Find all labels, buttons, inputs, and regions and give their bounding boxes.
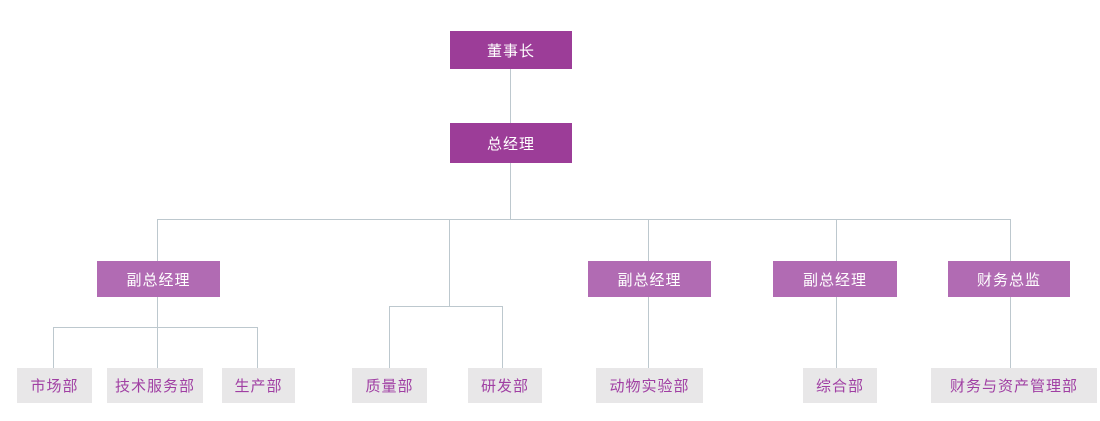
connector-line <box>157 219 1011 220</box>
org-node-tech-service-dept: 技术服务部 <box>107 368 203 403</box>
org-node-production-dept: 生产部 <box>222 368 295 403</box>
org-node-marketing-dept: 市场部 <box>17 368 92 403</box>
connector-line <box>648 297 649 368</box>
org-node-deputy-gm-2: 副总经理 <box>588 261 711 297</box>
org-node-general-affairs-dept: 综合部 <box>803 368 877 403</box>
connector-line <box>53 327 54 368</box>
org-node-general-manager: 总经理 <box>450 123 572 163</box>
connector-line <box>1010 219 1011 261</box>
connector-line <box>510 163 511 219</box>
org-node-chairman: 董事长 <box>450 31 572 69</box>
connector-line <box>257 327 258 368</box>
connector-line <box>157 219 158 261</box>
connector-line <box>389 306 503 307</box>
connector-line <box>1010 297 1011 368</box>
connector-line <box>449 219 450 306</box>
connector-line <box>389 306 390 368</box>
org-node-rd-dept: 研发部 <box>468 368 542 403</box>
connector-line <box>53 327 258 328</box>
org-node-deputy-gm-1: 副总经理 <box>97 261 220 297</box>
org-node-finance-director: 财务总监 <box>948 261 1070 297</box>
org-node-finance-asset-dept: 财务与资产管理部 <box>931 368 1097 403</box>
connector-line <box>502 306 503 368</box>
connector-line <box>836 219 837 261</box>
connector-line <box>648 219 649 261</box>
org-node-animal-lab-dept: 动物实验部 <box>596 368 703 403</box>
connector-line <box>510 69 511 123</box>
connector-line <box>836 297 837 368</box>
org-node-deputy-gm-3: 副总经理 <box>773 261 897 297</box>
connector-line <box>157 297 158 368</box>
org-node-quality-dept: 质量部 <box>352 368 427 403</box>
